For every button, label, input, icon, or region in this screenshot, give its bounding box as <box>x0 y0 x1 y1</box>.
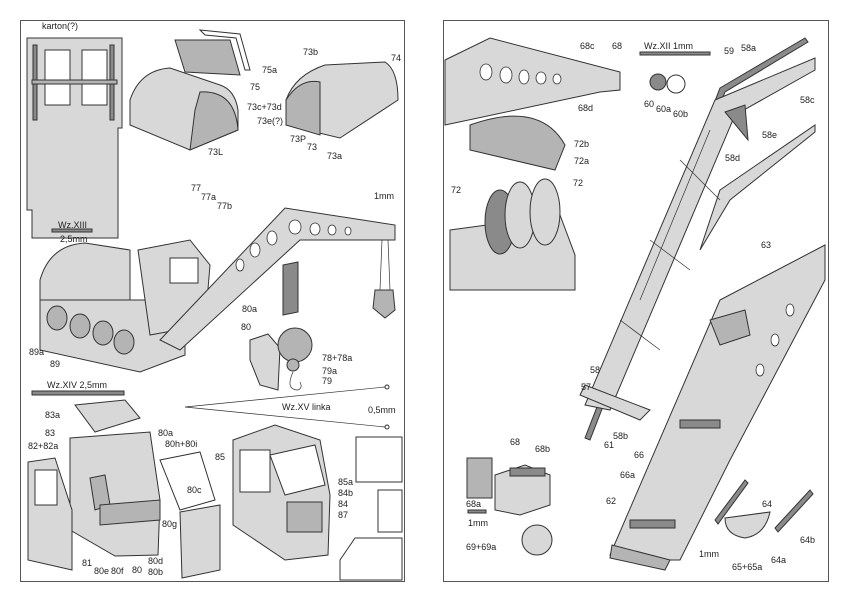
label-72a: 72a <box>574 156 590 166</box>
winch-drum-drawing <box>449 115 576 291</box>
label-58e: 58e <box>762 130 778 140</box>
label-1mm: 1mm <box>374 191 394 201</box>
label-61: 61 <box>604 440 615 450</box>
label-69-69a: 69+69a <box>466 542 497 552</box>
label-80: 80 <box>132 565 143 575</box>
label-84: 84 <box>338 499 349 509</box>
label-85a: 85a <box>338 477 354 487</box>
label-73e: 73e(?) <box>257 116 284 126</box>
lattice-boom-drawing <box>579 37 816 441</box>
label-68a: 68a <box>466 499 482 509</box>
label-60a: 60a <box>656 104 672 114</box>
label-73a: 73a <box>327 151 343 161</box>
label-73P: 73P <box>290 134 307 144</box>
label-66a: 66a <box>620 470 636 480</box>
label-58c: 58c <box>800 95 815 105</box>
label-77b: 77b <box>217 201 233 211</box>
label-77: 77 <box>191 183 202 193</box>
label-64a: 64a <box>771 555 787 565</box>
label-75a: 75a <box>262 65 278 75</box>
label-68c: 68c <box>580 41 595 51</box>
label-83: 83 <box>45 428 56 438</box>
label-68d: 68d <box>578 103 594 113</box>
label-81: 81 <box>82 558 93 568</box>
label-59: 59 <box>724 46 735 56</box>
label-89a: 89a <box>29 347 45 357</box>
boom-tip-drawing <box>444 37 621 126</box>
label-80-top: 80 <box>241 322 252 332</box>
label-64b: 64b <box>800 535 816 545</box>
label-80b: 80b <box>148 567 164 577</box>
label-wz-xv: Wz.XV linka <box>282 402 331 412</box>
label-73c-73d: 73c+73d <box>247 102 282 112</box>
label-58a: 58a <box>741 43 757 53</box>
label-75: 75 <box>250 82 261 92</box>
label-68b: 68b <box>535 444 551 454</box>
label-wz-xiii: Wz.XIII <box>58 220 87 230</box>
label-74: 74 <box>391 53 402 63</box>
label-80g: 80g <box>162 519 178 529</box>
label-wz-xii: Wz.XII 1mm <box>644 41 693 51</box>
label-65-65a: 65+65a <box>732 562 763 572</box>
label-79: 79 <box>322 376 333 386</box>
label-57: 57 <box>581 382 592 392</box>
label-wz-xv-size: 0,5mm <box>368 405 396 415</box>
engine-housing-drawing <box>129 29 399 151</box>
label-84b: 84b <box>338 488 354 498</box>
label-wz-xiv: Wz.XIV 2,5mm <box>47 380 108 390</box>
label-80f: 80f <box>111 566 124 576</box>
label-89: 89 <box>50 359 61 369</box>
label-77a: 77a <box>201 192 217 202</box>
wire-rope-drawing <box>31 228 390 430</box>
pulley-block-drawing <box>466 457 553 556</box>
label-73b: 73b <box>303 47 319 57</box>
label-64: 64 <box>762 499 773 509</box>
label-62: 62 <box>606 496 617 506</box>
label-72-left: 72 <box>451 185 462 195</box>
label-72b: 72b <box>574 139 590 149</box>
operator-cab-drawing <box>27 399 331 579</box>
drum-assembly-drawing <box>26 37 123 239</box>
label-80c: 80c <box>187 485 202 495</box>
label-1mm-left: 1mm <box>468 518 488 528</box>
label-66: 66 <box>634 450 645 460</box>
label-58: 58 <box>590 365 601 375</box>
label-1mm-right: 1mm <box>699 549 719 559</box>
label-85: 85 <box>215 452 226 462</box>
label-80e: 80e <box>94 566 110 576</box>
label-73: 73 <box>307 142 318 152</box>
label-68: 68 <box>612 41 623 51</box>
label-79a: 79a <box>322 366 338 376</box>
label-83a: 83a <box>45 410 61 420</box>
label-63: 63 <box>761 240 772 250</box>
crane-body-drawing <box>39 207 396 373</box>
label-80d: 80d <box>148 556 164 566</box>
label-karton: karton(?) <box>42 21 79 31</box>
label-73L: 73L <box>208 147 224 157</box>
label-wz-xiii-size: 2,5mm <box>60 234 88 244</box>
label-60: 60 <box>644 99 655 109</box>
label-58d: 58d <box>725 153 741 163</box>
label-80a-top: 80a <box>242 304 258 314</box>
glass-sheets-drawing <box>339 436 403 581</box>
label-68-bottom: 68 <box>510 437 521 447</box>
label-80a: 80a <box>158 428 174 438</box>
label-60b: 60b <box>673 109 689 119</box>
hook-mount-drawing <box>714 479 814 539</box>
label-87: 87 <box>338 510 349 520</box>
label-58b: 58b <box>613 431 629 441</box>
label-78-78a: 78+78a <box>322 353 353 363</box>
lower-boom-drawing <box>609 244 826 571</box>
label-82-82a: 82+82a <box>28 441 59 451</box>
label-72-right: 72 <box>573 178 584 188</box>
hook-block-drawing <box>249 261 313 391</box>
label-80h-80i: 80h+80i <box>165 439 198 449</box>
